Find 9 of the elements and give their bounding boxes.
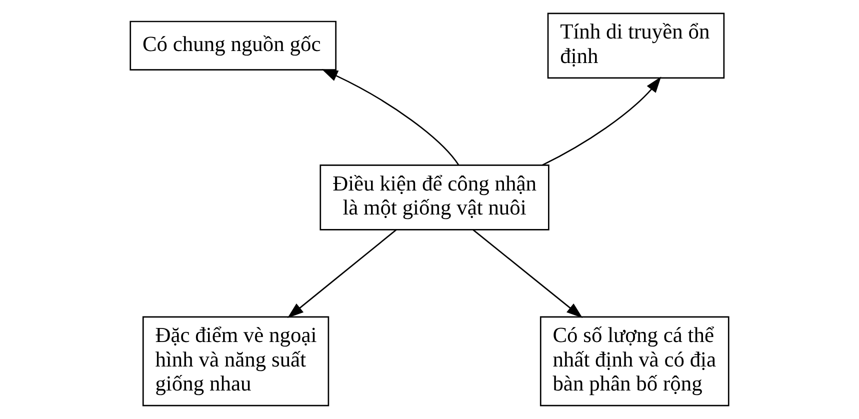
- arrow: [542, 76, 662, 166]
- node-box: Tính di truyền ổn định: [547, 12, 725, 79]
- arrow: [322, 69, 460, 166]
- arrow: [472, 229, 583, 318]
- node-box: Có chung nguồn gốc: [130, 20, 336, 71]
- arrow: [287, 229, 397, 318]
- node-box: Đặc điểm vè ngoại hình và năng suất giống nhau: [142, 316, 330, 406]
- node-box: Điều kiện để công nhận là một giống vật nuôi: [320, 164, 550, 230]
- node-box: Có số lượng cá thể nhất định và có địa bàn phân bố rộng: [540, 316, 730, 406]
